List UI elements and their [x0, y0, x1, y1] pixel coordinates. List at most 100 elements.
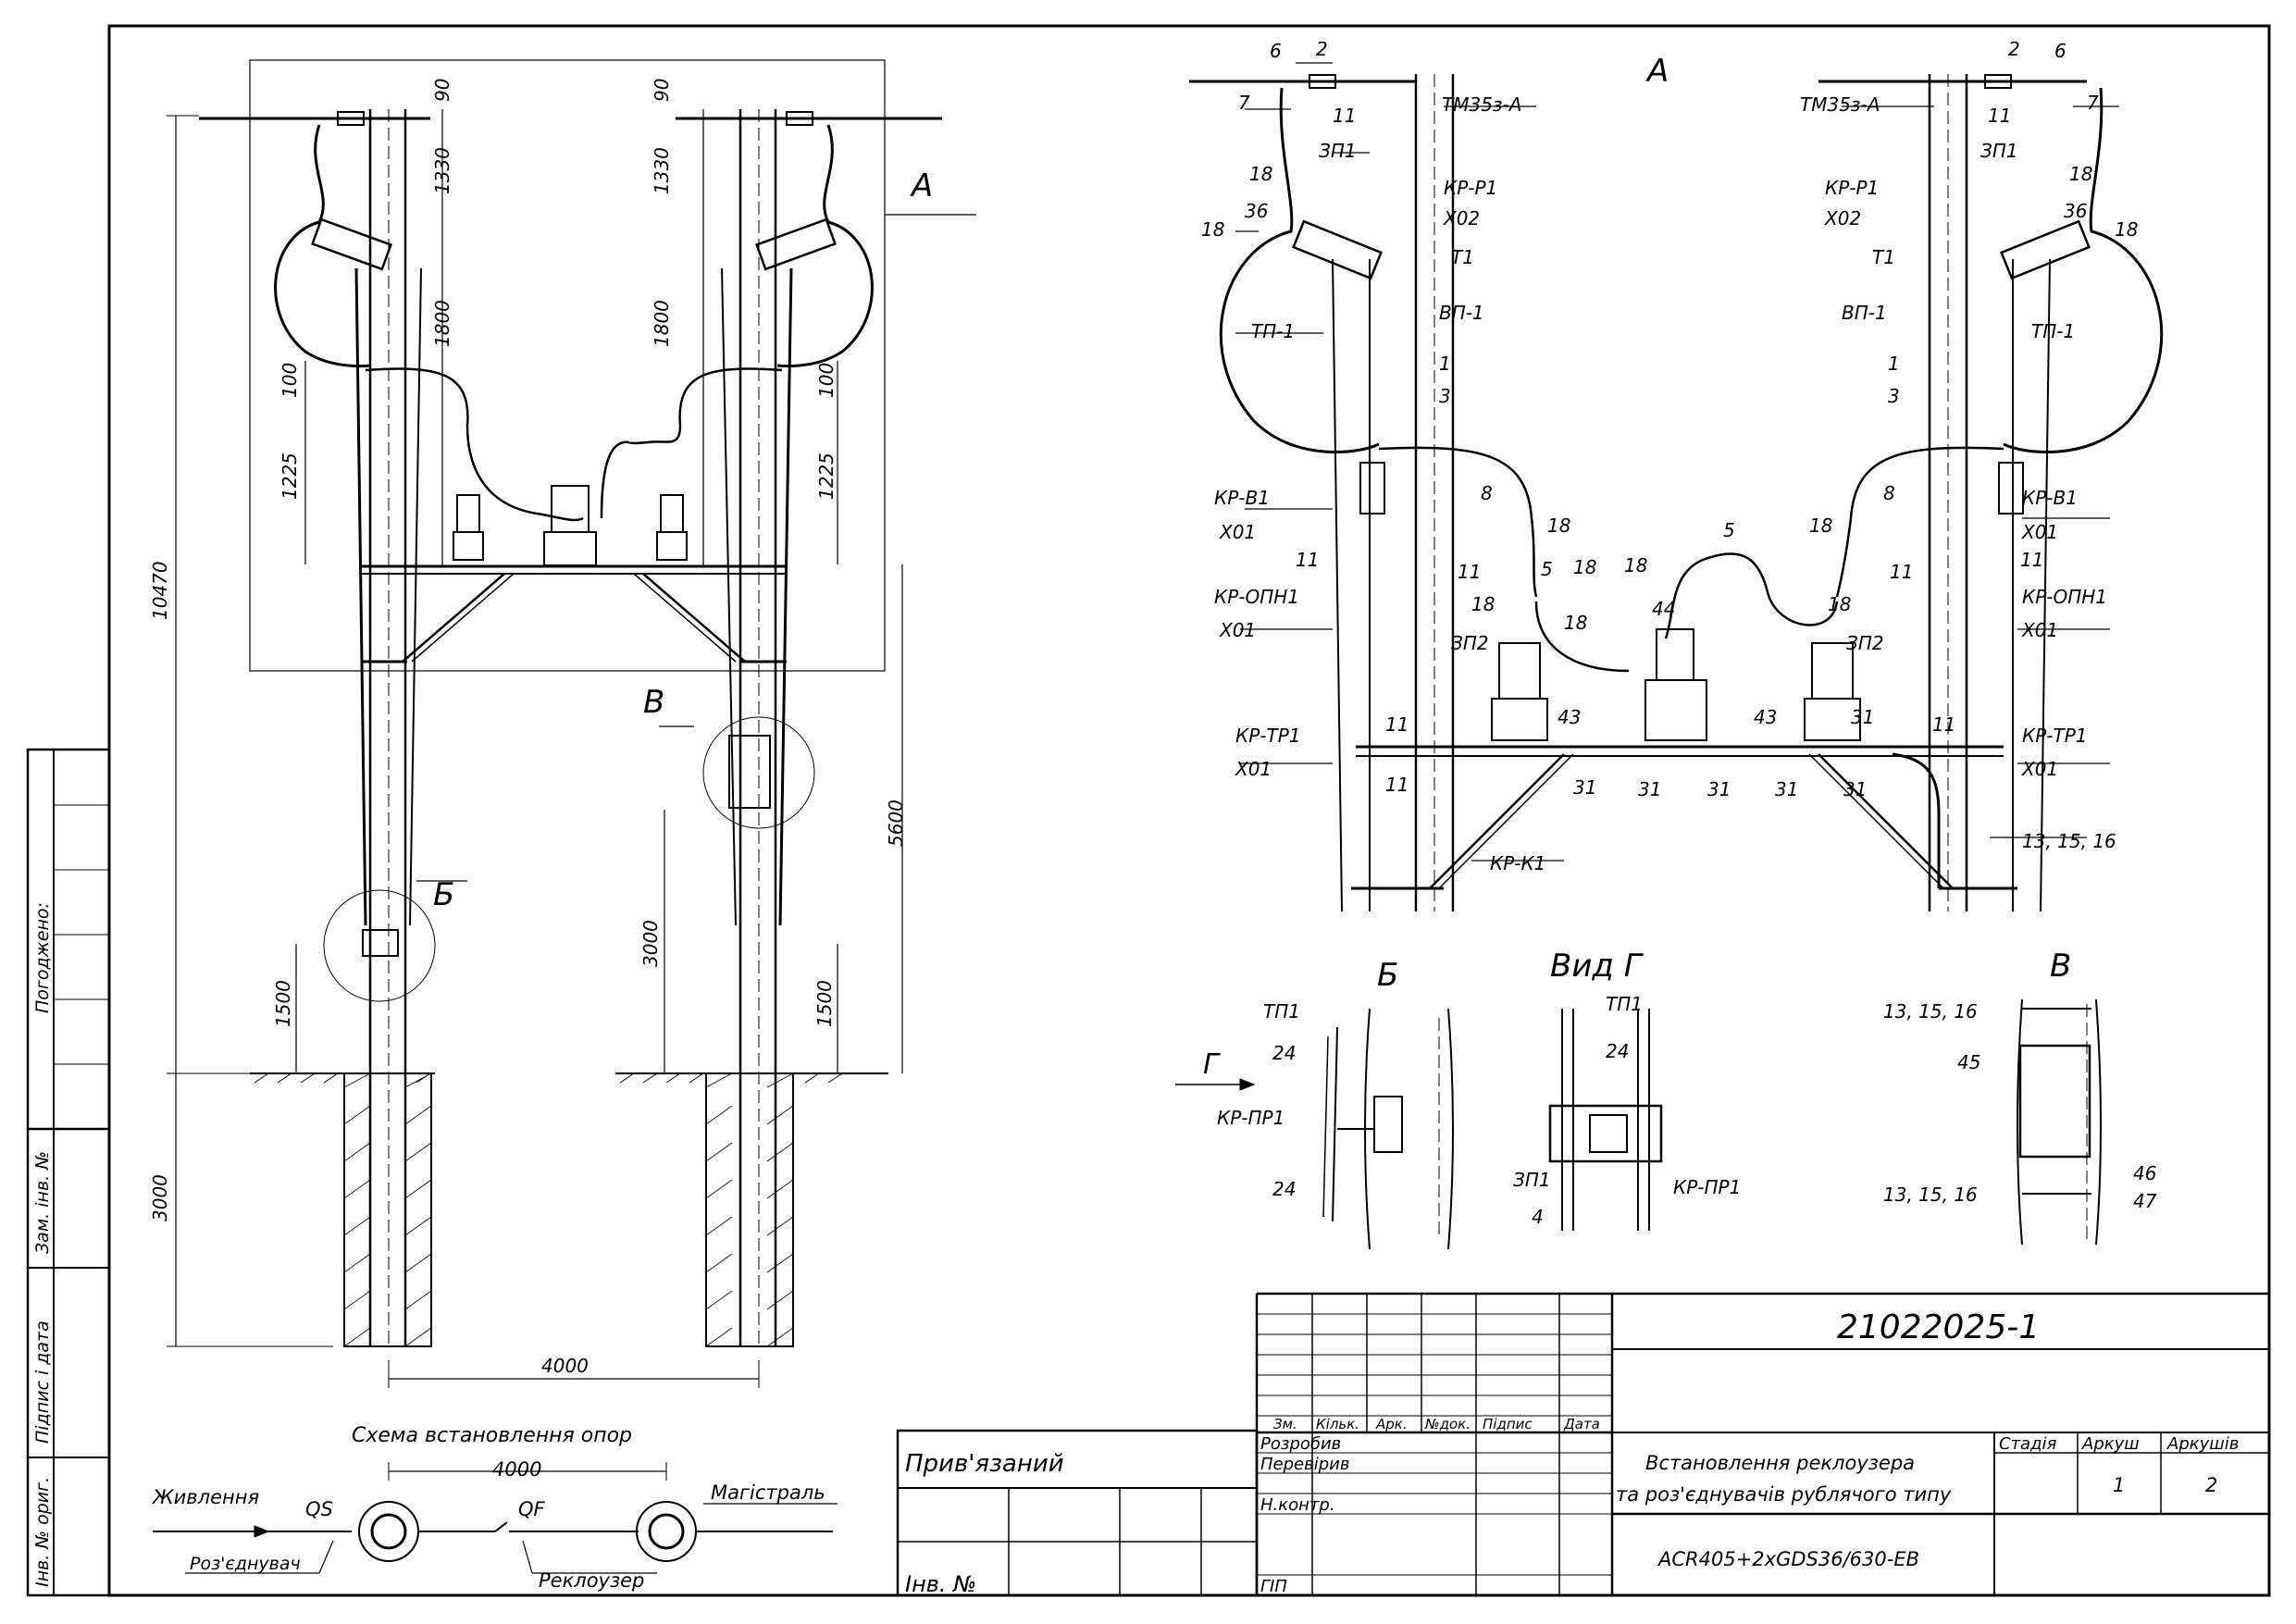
side-sign-date: Підпис і дата	[32, 1320, 53, 1444]
lbl-6-right: 6	[2054, 40, 2066, 62]
dim-3000-base: 3000	[149, 1174, 171, 1221]
left-elevation	[167, 59, 976, 1388]
view-a-drawing	[1189, 62, 2164, 912]
lbl-krtr1-left: КР-ТР1	[1235, 725, 1300, 747]
detail-vid-g-title: Вид Г	[1550, 948, 1644, 985]
row-rozrobyv: Розробив	[1260, 1434, 1341, 1454]
scheme-dim: 4000	[492, 1458, 541, 1481]
lbl-11b-left: 11	[1296, 549, 1319, 571]
detail-vid-g	[1548, 1009, 1663, 1231]
lbl-7-left: 7	[1238, 92, 1250, 114]
dim-1500-left: 1500	[272, 980, 294, 1027]
lbl-5-left: 5	[1541, 558, 1553, 580]
dim-90-right: 90	[651, 79, 673, 102]
title-line1: Встановлення реклоузера	[1645, 1452, 1915, 1474]
lbl-18c-left: 18	[1547, 514, 1570, 537]
lbl-x02-right: Х02	[1824, 207, 1861, 229]
lbl-x01a-right: Х01	[2021, 521, 2058, 543]
title-block-labels: 21022025-1 Прив'язаний Інв. № Зм. Кільк.…	[905, 1308, 2239, 1597]
lbl-18b-right: 18	[2115, 218, 2138, 241]
lbl-zp1-right: ЗП1	[1980, 140, 2018, 162]
lbl-11b-right: 11	[2020, 549, 2043, 571]
detail-b-24b: 24	[1272, 1178, 1296, 1200]
lbl-x01b-right: Х01	[2021, 619, 2058, 641]
lbl-11d-left: 11	[1385, 713, 1409, 736]
lbl-x01c-left: Х01	[1235, 758, 1272, 780]
row-gip: ГІП	[1260, 1577, 1287, 1596]
lbl-18a-right: 18	[2069, 163, 2092, 185]
col-pidpys: Підпис	[1483, 1416, 1533, 1432]
lbl-6-left: 6	[1270, 40, 1282, 62]
sheet-frame	[107, 24, 2271, 1597]
lbl-krv1-left: КР-В1	[1214, 487, 1270, 509]
dim-1800-right: 1800	[651, 300, 673, 347]
lbl-36-right: 36	[2064, 200, 2087, 222]
lbl-11e-left: 11	[1385, 774, 1409, 796]
title-block	[896, 1292, 2269, 1597]
lbl-11c-left: 11	[1458, 561, 1481, 583]
detail-b-labels: Б ТП1 24 КР-ПР1 24 Г	[1203, 957, 1398, 1200]
lbl-18b-left: 18	[1201, 218, 1224, 241]
callout-v: В	[643, 684, 664, 721]
lbl-18d-right: 18	[1828, 593, 1851, 615]
scheme-feed: Живлення	[151, 1486, 259, 1508]
model: ACR405+2xGDS36/630-EB	[1657, 1548, 1919, 1570]
lbl-43-right: 43	[1754, 706, 1777, 728]
callout-b: Б	[433, 876, 454, 913]
lbl-2-right: 2	[2008, 38, 2020, 60]
detail-b-arrow-g: Г	[1203, 1048, 1221, 1081]
lbl-x01c-right: Х01	[2021, 758, 2058, 780]
lbl-18f: 18	[1624, 554, 1647, 576]
lbl-36-left: 36	[1245, 200, 1268, 222]
view-a-title: А	[1645, 53, 1669, 90]
lbl-vp1-left: ВП-1	[1439, 302, 1484, 324]
row-nkontr: Н.контр.	[1260, 1495, 1335, 1515]
lbl-3-right: 3	[1888, 385, 1900, 407]
lbl-kropn1-left: КР-ОПН1	[1214, 586, 1299, 608]
lbl-1-right: 1	[1888, 353, 1900, 375]
detail-v-45: 45	[1957, 1051, 1980, 1073]
col-ark: Арк.	[1375, 1416, 1408, 1432]
lbl-1-left: 1	[1439, 353, 1451, 375]
dim-100-left: 100	[279, 363, 301, 398]
col-data: Дата	[1563, 1416, 1600, 1432]
lbl-5-right: 5	[1723, 519, 1735, 541]
dim-1800-left: 1800	[431, 300, 453, 347]
lbl-18a-left: 18	[1249, 163, 1272, 185]
lbl-zp1-left: ЗП1	[1319, 140, 1357, 162]
lbl-krtr1-right: КР-ТР1	[2022, 725, 2087, 747]
col-ndok: №док.	[1424, 1416, 1471, 1432]
scheme-disconnector: Роз'єднувач	[190, 1554, 301, 1574]
detail-vid-g-tp1: ТП1	[1606, 993, 1643, 1015]
detail-vid-g-zp1: ЗП1	[1513, 1169, 1551, 1191]
side-stamp-labels: Погоджено: Зам. інв. № Підпис і дата Інв…	[32, 902, 53, 1587]
dim-5600: 5600	[885, 800, 907, 847]
lbl-x01a-left: Х01	[1219, 521, 1256, 543]
lbl-11c-right: 11	[1890, 561, 1913, 583]
side-inv-orig: Інв. № ориг.	[32, 1477, 53, 1587]
arkushiv-value: 2	[2205, 1474, 2217, 1496]
dim-1330-left: 1330	[431, 147, 453, 194]
row-perevir: Перевірив	[1260, 1455, 1349, 1474]
lbl-tp1-right: ТП-1	[2031, 320, 2075, 342]
col-arkush: Аркуш	[2081, 1434, 2140, 1454]
callout-a: А	[910, 167, 933, 205]
lbl-3-left: 3	[1439, 385, 1451, 407]
doc-number: 21022025-1	[1837, 1308, 2040, 1346]
lbl-krp1-right: КР-Р1	[1825, 177, 1879, 199]
install-scheme	[153, 1462, 838, 1574]
detail-v-47: 47	[2133, 1190, 2157, 1212]
left-elevation-labels: 90 1330 1800 100 1225 90 1330 1800 100 1…	[149, 79, 933, 1377]
stamp-inv-no: Інв. №	[905, 1571, 976, 1597]
scheme-title: Схема встановлення опор	[352, 1424, 632, 1447]
lbl-131516-right: 13, 15, 16	[2022, 830, 2116, 852]
dim-90-left: 90	[431, 79, 453, 102]
detail-v-131516a: 13, 15, 16	[1883, 1000, 1978, 1023]
scheme-main: Магістраль	[711, 1481, 825, 1504]
lbl-x02-left: Х02	[1443, 207, 1480, 229]
detail-vid-g-labels: Вид Г ТП1 24 ЗП1 4 КР-ПР1	[1513, 948, 1741, 1228]
detail-v-46: 46	[2133, 1162, 2156, 1184]
detail-b-tp1: ТП1	[1263, 1000, 1300, 1023]
lbl-31b-right: 31	[1775, 778, 1798, 800]
